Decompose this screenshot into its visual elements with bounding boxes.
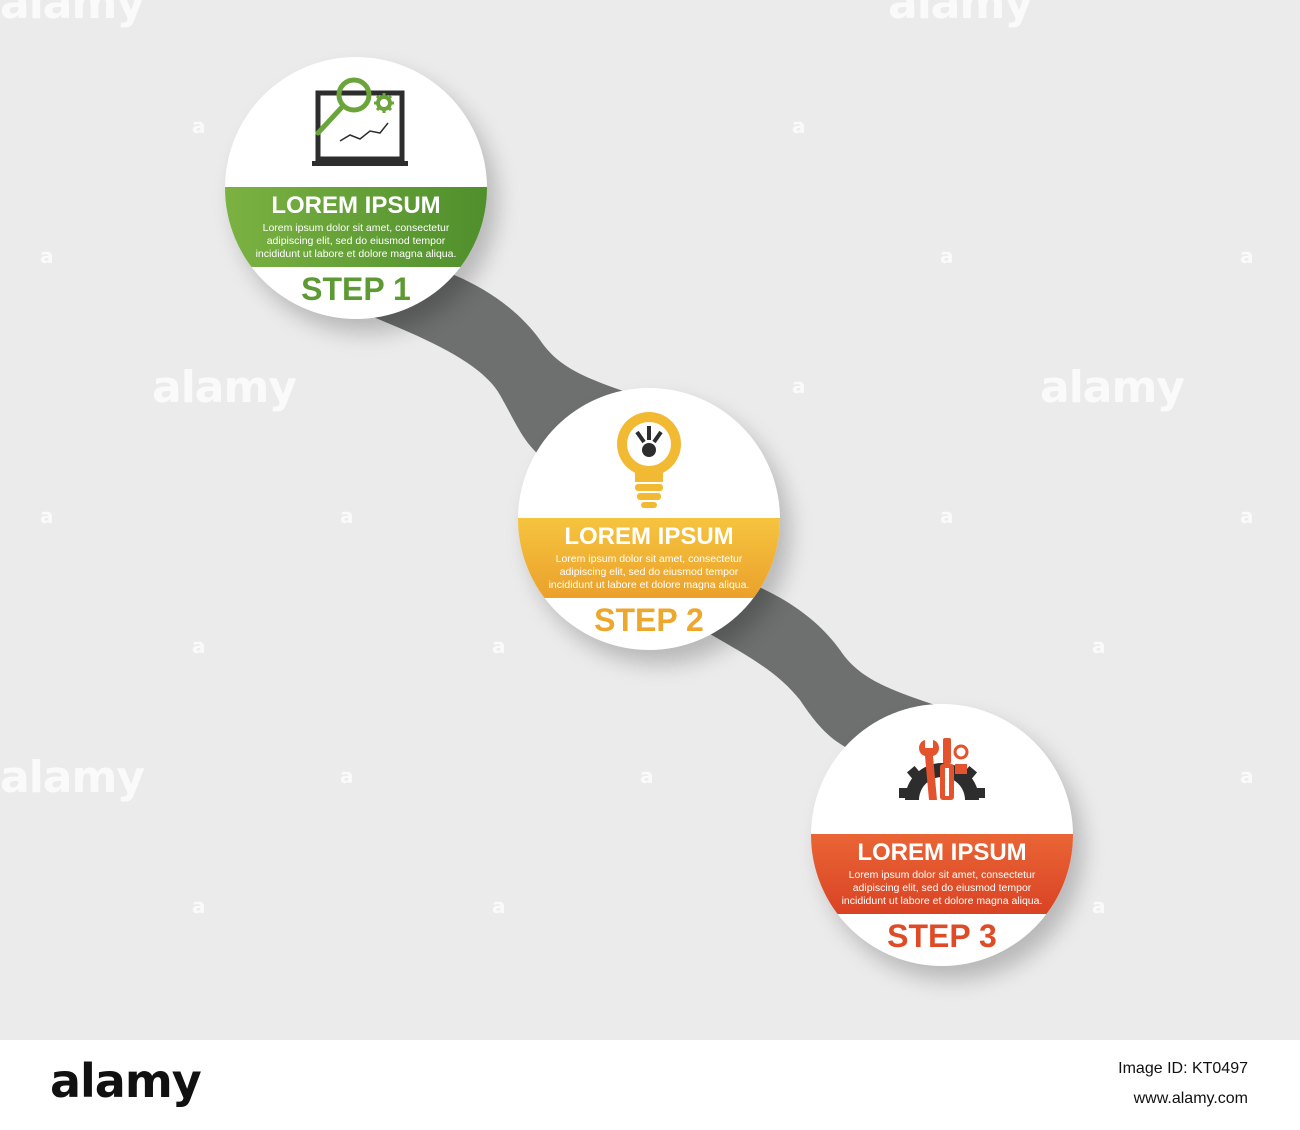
step-card-3: LOREM IPSUM Lorem ipsum dolor sit amet, … (811, 704, 1073, 966)
footer-image-id: Image ID: KT0497 (1118, 1060, 1248, 1077)
footer-bar: alamy Image ID: KT0497 www.alamy.com (0, 1040, 1300, 1130)
step-label: STEP 3 (887, 918, 997, 954)
step-label: STEP 1 (301, 271, 411, 307)
footer-site: www.alamy.com (1133, 1090, 1248, 1107)
footer-logo: alamy (50, 1054, 202, 1108)
step-body: Lorem ipsum dolor sit amet, consectetur … (548, 553, 750, 591)
step-card-2: LOREM IPSUM Lorem ipsum dolor sit amet, … (518, 388, 780, 650)
step-heading: LOREM IPSUM (857, 839, 1027, 866)
step-heading: LOREM IPSUM (271, 192, 441, 219)
step-heading: LOREM IPSUM (564, 523, 734, 550)
magnifier-gear-laptop-icon (225, 71, 487, 181)
step-card-1: LOREM IPSUM Lorem ipsum dolor sit amet, … (225, 57, 487, 319)
step-band-1: LOREM IPSUM Lorem ipsum dolor sit amet, … (225, 187, 487, 267)
lightbulb-icon (518, 402, 780, 512)
step-body: Lorem ipsum dolor sit amet, consectetur … (255, 222, 457, 260)
step-band-2: LOREM IPSUM Lorem ipsum dolor sit amet, … (518, 518, 780, 598)
step-label: STEP 2 (594, 602, 704, 638)
step-band-3: LOREM IPSUM Lorem ipsum dolor sit amet, … (811, 834, 1073, 914)
step-body: Lorem ipsum dolor sit amet, consectetur … (841, 869, 1043, 907)
tools-gear-icon (811, 718, 1073, 828)
